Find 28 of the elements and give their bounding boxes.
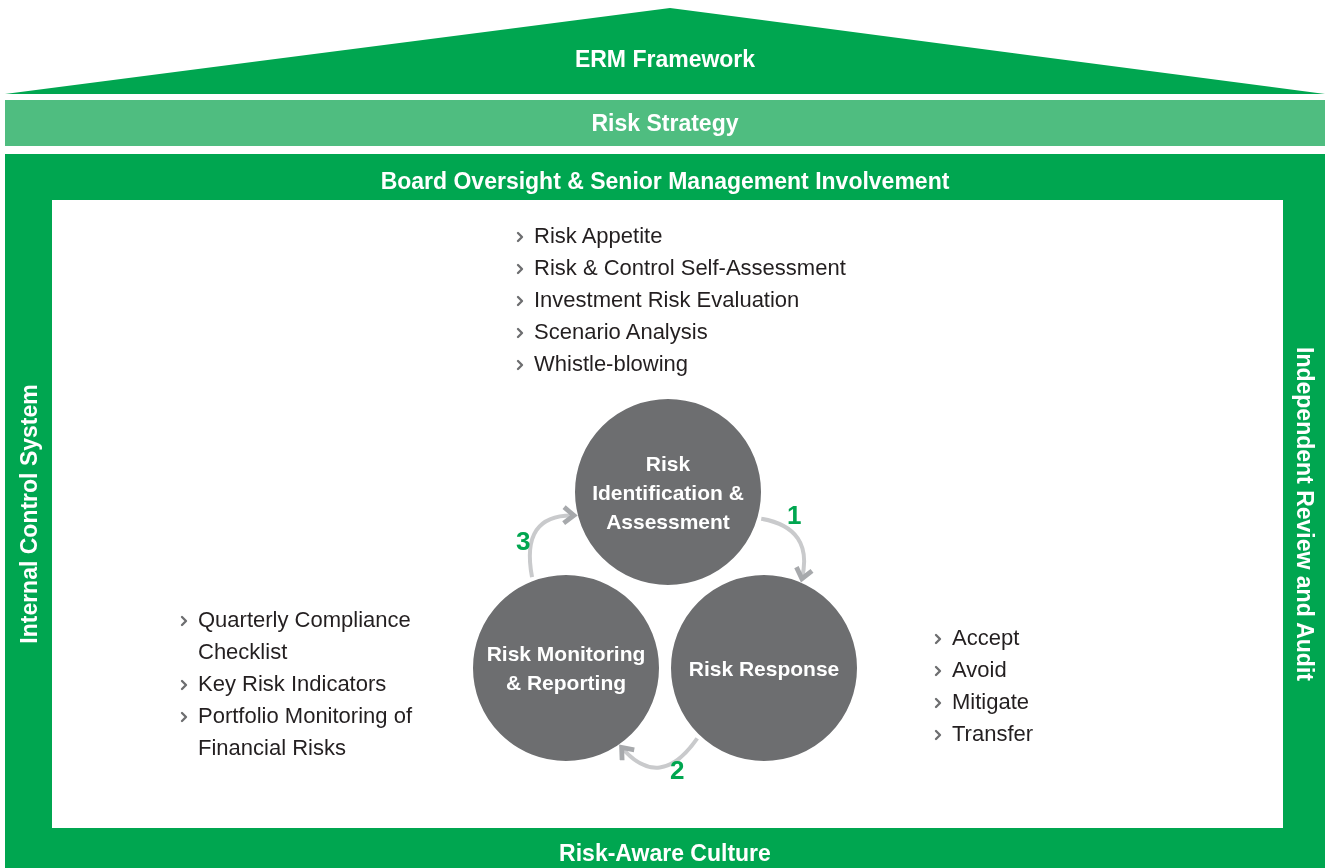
bullet-item: Accept <box>952 624 1020 652</box>
bullet-item: Risk Appetite <box>534 222 663 250</box>
frame-bottom-label: Risk-Aware Culture <box>558 839 772 868</box>
frame-left-label: Internal Control System <box>14 384 43 644</box>
strategy-band: Risk Strategy <box>5 100 1325 146</box>
bullet-item: Risk & Control Self-Assessment <box>534 254 846 282</box>
frame-band <box>5 154 1325 868</box>
step-number: 3 <box>516 528 531 554</box>
cycle-arrow <box>619 737 699 770</box>
step-number: 1 <box>787 502 802 528</box>
frame-right-label: Independent Review and Audit <box>1291 347 1320 681</box>
bullet-item: Investment Risk Evaluation <box>534 286 800 314</box>
bullet-item: Quarterly Compliance Checklist <box>198 606 412 666</box>
bullet-item: Key Risk Indicators <box>198 670 387 698</box>
bullet-item: Portfolio Monitoring of Financial Risks <box>198 702 413 762</box>
bullet-item: Mitigate <box>952 688 1030 716</box>
frame-top-label: Board Oversight & Senior Management Involvement <box>379 167 951 196</box>
circle-label: Risk Identification & Assessment <box>591 450 745 535</box>
circle-label: Risk Response <box>687 655 841 682</box>
bullet-item: Avoid <box>952 656 1007 684</box>
bullet-item: Scenario Analysis <box>534 318 708 346</box>
roof-title: ERM Framework <box>573 45 757 74</box>
bullet-item: Whistle-blowing <box>534 350 689 378</box>
step-number: 2 <box>670 757 685 783</box>
cycle-arrow <box>760 516 815 582</box>
bullet-item: Transfer <box>952 720 1034 748</box>
cycle-arrow <box>527 505 577 578</box>
circle-label: Risk Monitoring & Reporting <box>485 641 647 696</box>
